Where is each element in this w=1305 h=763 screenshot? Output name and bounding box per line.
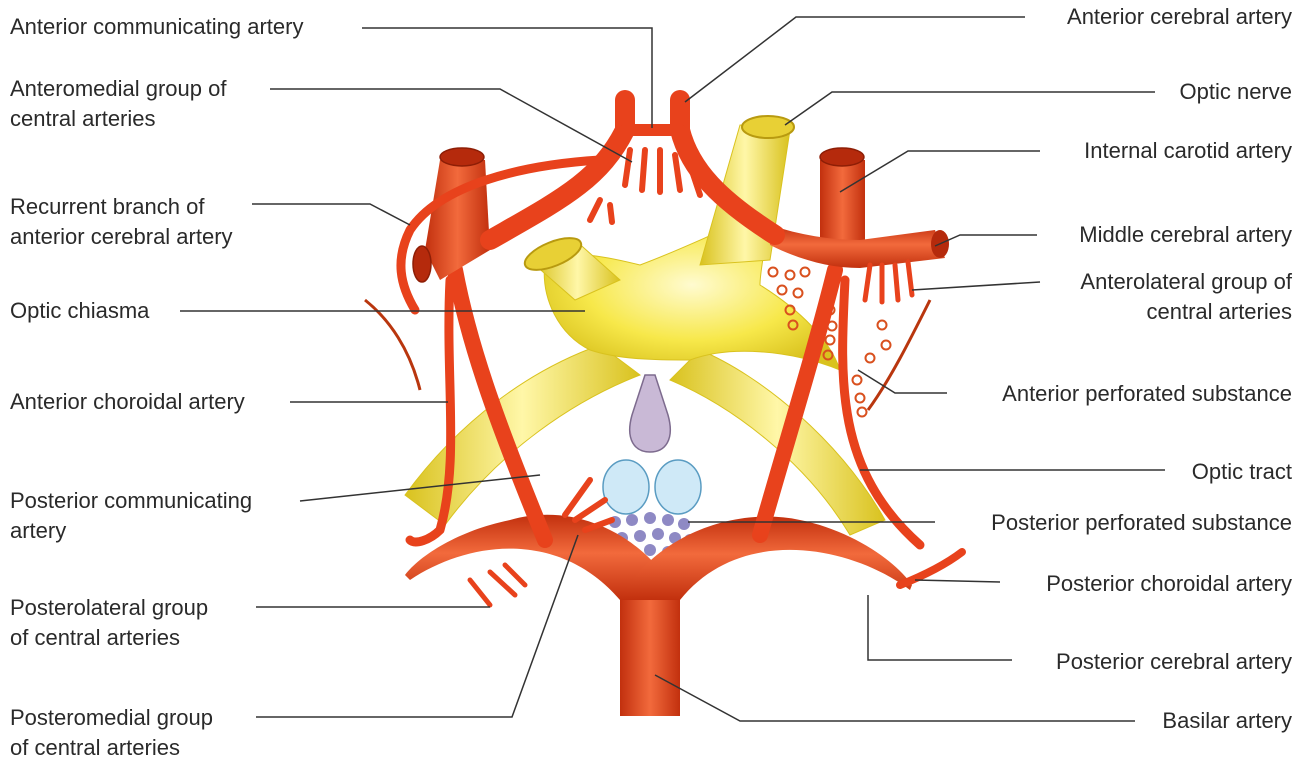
perforation-ring bbox=[858, 408, 867, 417]
pituitary-stalk bbox=[630, 375, 671, 452]
midline-structures bbox=[603, 375, 701, 514]
perforation-ring bbox=[856, 394, 865, 403]
perforation-ring bbox=[882, 341, 891, 350]
label-recurrent-branch: Recurrent branch of anterior cerebral ar… bbox=[10, 192, 233, 252]
label-basilar-artery: Basilar artery bbox=[1162, 706, 1292, 736]
perforation-ring bbox=[794, 289, 803, 298]
label-anterior-communicating-artery: Anterior communicating artery bbox=[10, 12, 303, 42]
label-posterior-cerebral-artery: Posterior cerebral artery bbox=[1056, 647, 1292, 677]
perforation-ring bbox=[826, 336, 835, 345]
basilar-artery-shape bbox=[620, 600, 680, 716]
perforation-dot bbox=[644, 544, 656, 556]
perforation-ring bbox=[866, 354, 875, 363]
arteries bbox=[401, 100, 962, 716]
label-anterolateral-group: Anterolateral group of central arteries bbox=[1080, 267, 1292, 327]
perforation-ring bbox=[769, 268, 778, 277]
perforation-dot bbox=[626, 514, 638, 526]
perforation-ring bbox=[801, 268, 810, 277]
internal-carotid-left-end bbox=[440, 148, 484, 166]
aps-left-arc bbox=[365, 300, 420, 390]
label-posteromedial-group: Posteromedial group of central arteries bbox=[10, 703, 213, 763]
perforation-ring bbox=[878, 321, 887, 330]
perforation-dot bbox=[662, 514, 674, 526]
posterolateral-branches bbox=[470, 565, 525, 605]
mammillary-body-right bbox=[655, 460, 701, 514]
perforation-ring bbox=[786, 271, 795, 280]
label-optic-chiasma: Optic chiasma bbox=[10, 296, 149, 326]
label-posterior-communicating-artery: Posterior communicating artery bbox=[10, 486, 252, 546]
anterolateral-branches bbox=[865, 262, 912, 302]
label-posterolateral-group: Posterolateral group of central arteries bbox=[10, 593, 208, 653]
label-optic-nerve: Optic nerve bbox=[1180, 77, 1293, 107]
perforation-ring bbox=[853, 376, 862, 385]
perforation-dot bbox=[678, 518, 690, 530]
label-anterior-choroidal-artery: Anterior choroidal artery bbox=[10, 387, 245, 417]
perforation-dot bbox=[634, 530, 646, 542]
optic-nerve-right-end bbox=[742, 116, 794, 138]
label-posterior-choroidal-artery: Posterior choroidal artery bbox=[1046, 569, 1292, 599]
label-anterior-cerebral-artery: Anterior cerebral artery bbox=[1067, 2, 1292, 32]
label-internal-carotid-artery: Internal carotid artery bbox=[1084, 136, 1292, 166]
label-optic-tract: Optic tract bbox=[1192, 457, 1292, 487]
perforation-dot bbox=[652, 528, 664, 540]
label-middle-cerebral-artery: Middle cerebral artery bbox=[1079, 220, 1292, 250]
label-anterior-perforated-substance: Anterior perforated substance bbox=[1002, 379, 1292, 409]
internal-carotid-right-end bbox=[820, 148, 864, 166]
perforation-ring bbox=[778, 286, 787, 295]
label-anteromedial-group: Anteromedial group of central arteries bbox=[10, 74, 226, 134]
mammillary-body-left bbox=[603, 460, 649, 514]
label-posterior-perforated-substance: Posterior perforated substance bbox=[991, 508, 1292, 538]
perforation-dot bbox=[644, 512, 656, 524]
internal-carotid-left-cut bbox=[413, 246, 431, 282]
